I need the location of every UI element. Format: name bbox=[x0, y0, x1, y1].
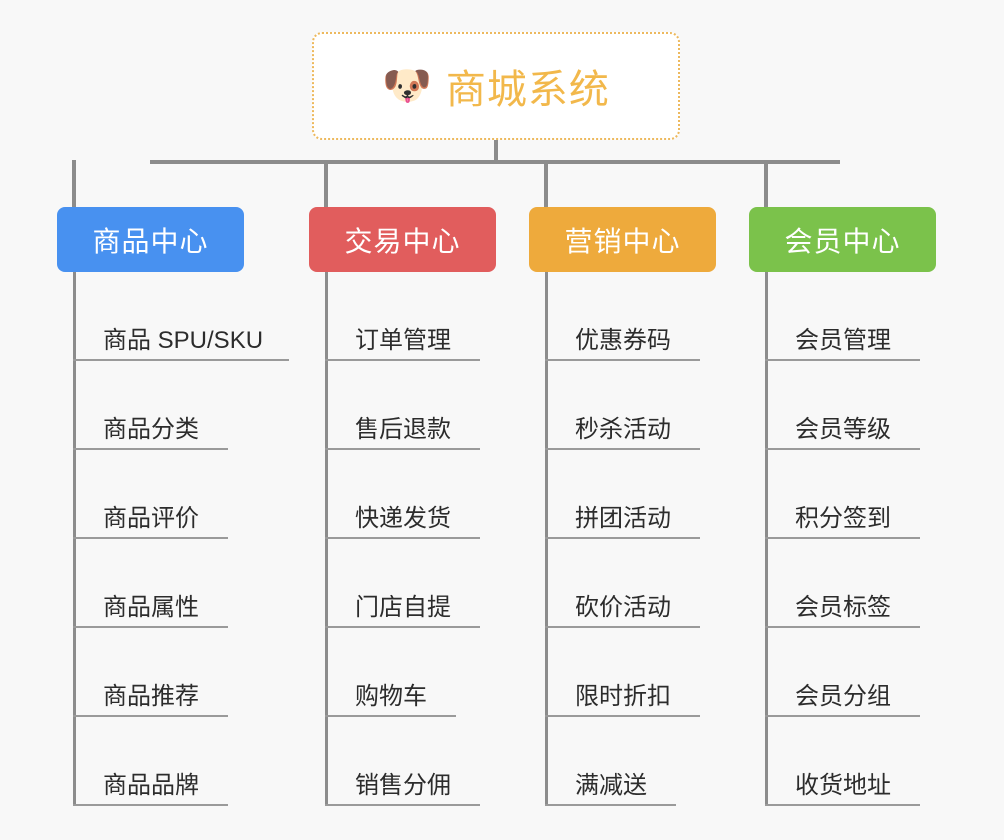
leaf-item-label: 门店自提 bbox=[355, 594, 451, 621]
category-label: 营销中心 bbox=[564, 225, 681, 257]
root-node-title: 商城系统 bbox=[445, 68, 610, 112]
branch-spine bbox=[325, 272, 328, 806]
category-label: 商品中心 bbox=[92, 225, 209, 257]
leaf-item-label: 优惠券码 bbox=[575, 327, 671, 354]
leaf-underline bbox=[545, 626, 700, 628]
category-box-3[interactable]: 营销中心 bbox=[529, 207, 716, 272]
leaf-item-label: 满减送 bbox=[575, 772, 647, 799]
leaf-underline bbox=[325, 359, 480, 361]
leaf-item[interactable]: 会员标签 bbox=[765, 539, 930, 628]
leaf-underline bbox=[73, 537, 228, 539]
leaf-item-label: 购物车 bbox=[355, 683, 427, 710]
leaf-item[interactable]: 快递发货 bbox=[325, 450, 490, 539]
leaf-item[interactable]: 会员分组 bbox=[765, 628, 930, 717]
category-label: 交易中心 bbox=[344, 225, 461, 257]
leaf-item[interactable]: 商品品牌 bbox=[73, 717, 238, 806]
leaf-item[interactable]: 销售分佣 bbox=[325, 717, 490, 806]
leaf-item-label: 快递发货 bbox=[355, 505, 451, 532]
leaf-item[interactable]: 售后退款 bbox=[325, 361, 490, 450]
leaf-item[interactable]: 商品推荐 bbox=[73, 628, 238, 717]
leaf-underline bbox=[765, 537, 920, 539]
leaf-item[interactable]: 购物车 bbox=[325, 628, 466, 717]
leaf-item-label: 商品分类 bbox=[103, 416, 199, 443]
leaf-underline bbox=[73, 626, 228, 628]
branch-spine bbox=[73, 272, 76, 806]
leaf-underline bbox=[545, 804, 676, 806]
shiba-dog-face-icon: 🐶 bbox=[382, 64, 432, 108]
connector-drop-1 bbox=[72, 160, 76, 207]
leaf-item[interactable]: 限时折扣 bbox=[545, 628, 710, 717]
connector-horizontal-bus bbox=[150, 160, 840, 164]
leaf-underline bbox=[73, 359, 289, 361]
leaf-underline bbox=[765, 626, 920, 628]
leaf-underline bbox=[545, 537, 700, 539]
leaf-item-label: 订单管理 bbox=[355, 327, 451, 354]
leaf-item-label: 积分签到 bbox=[795, 505, 891, 532]
leaf-item[interactable]: 门店自提 bbox=[325, 539, 490, 628]
category-box-2[interactable]: 交易中心 bbox=[309, 207, 496, 272]
leaf-underline bbox=[765, 715, 920, 717]
leaf-underline bbox=[765, 448, 920, 450]
connector-drop-2 bbox=[324, 160, 328, 207]
leaf-item[interactable]: 满减送 bbox=[545, 717, 686, 806]
leaf-underline bbox=[325, 448, 480, 450]
leaf-underline bbox=[545, 359, 700, 361]
leaf-item-label: 商品评价 bbox=[103, 505, 199, 532]
leaf-item[interactable]: 会员管理 bbox=[765, 272, 930, 361]
leaf-item-label: 秒杀活动 bbox=[575, 416, 671, 443]
leaf-item-label: 会员等级 bbox=[795, 416, 891, 443]
leaf-item-label: 售后退款 bbox=[355, 416, 451, 443]
leaf-item-label: 拼团活动 bbox=[575, 505, 671, 532]
leaf-item[interactable]: 收货地址 bbox=[765, 717, 930, 806]
category-box-4[interactable]: 会员中心 bbox=[749, 207, 936, 272]
root-node-shop-system[interactable]: 🐶 商城系统 bbox=[312, 32, 680, 140]
leaf-item[interactable]: 会员等级 bbox=[765, 361, 930, 450]
leaf-underline bbox=[325, 537, 480, 539]
leaf-item[interactable]: 商品评价 bbox=[73, 450, 238, 539]
leaf-item[interactable]: 订单管理 bbox=[325, 272, 490, 361]
connector-drop-3 bbox=[544, 160, 548, 207]
connector-root-vertical bbox=[494, 140, 498, 162]
leaf-item-label: 会员分组 bbox=[795, 683, 891, 710]
leaf-item-label: 会员标签 bbox=[795, 594, 891, 621]
leaf-item[interactable]: 优惠券码 bbox=[545, 272, 710, 361]
leaf-item-label: 砍价活动 bbox=[575, 594, 671, 621]
leaf-item-label: 会员管理 bbox=[795, 327, 891, 354]
leaf-item[interactable]: 拼团活动 bbox=[545, 450, 710, 539]
connector-drop-4 bbox=[764, 160, 768, 207]
category-box-1[interactable]: 商品中心 bbox=[57, 207, 244, 272]
leaf-underline bbox=[545, 715, 700, 717]
leaf-item-label: 商品属性 bbox=[103, 594, 199, 621]
leaf-item[interactable]: 砍价活动 bbox=[545, 539, 710, 628]
branch-spine bbox=[765, 272, 768, 806]
leaf-underline bbox=[73, 804, 228, 806]
leaf-underline bbox=[765, 359, 920, 361]
leaf-item-label: 商品推荐 bbox=[103, 683, 199, 710]
branch-spine bbox=[545, 272, 548, 806]
leaf-item[interactable]: 秒杀活动 bbox=[545, 361, 710, 450]
leaf-underline bbox=[325, 804, 480, 806]
category-label: 会员中心 bbox=[784, 225, 901, 257]
leaf-item[interactable]: 商品属性 bbox=[73, 539, 238, 628]
leaf-item-label: 限时折扣 bbox=[575, 683, 671, 710]
leaf-underline bbox=[325, 626, 480, 628]
leaf-underline bbox=[325, 715, 456, 717]
leaf-item[interactable]: 积分签到 bbox=[765, 450, 930, 539]
leaf-item-label: 销售分佣 bbox=[355, 772, 451, 799]
leaf-underline bbox=[73, 448, 228, 450]
leaf-item[interactable]: 商品 SPU/SKU bbox=[73, 272, 299, 361]
leaf-item[interactable]: 商品分类 bbox=[73, 361, 238, 450]
leaf-underline bbox=[73, 715, 228, 717]
leaf-item-label: 商品 SPU/SKU bbox=[103, 327, 264, 354]
leaf-underline bbox=[765, 804, 920, 806]
leaf-item-label: 收货地址 bbox=[795, 772, 891, 799]
leaf-underline bbox=[545, 448, 700, 450]
leaf-item-label: 商品品牌 bbox=[103, 772, 199, 799]
